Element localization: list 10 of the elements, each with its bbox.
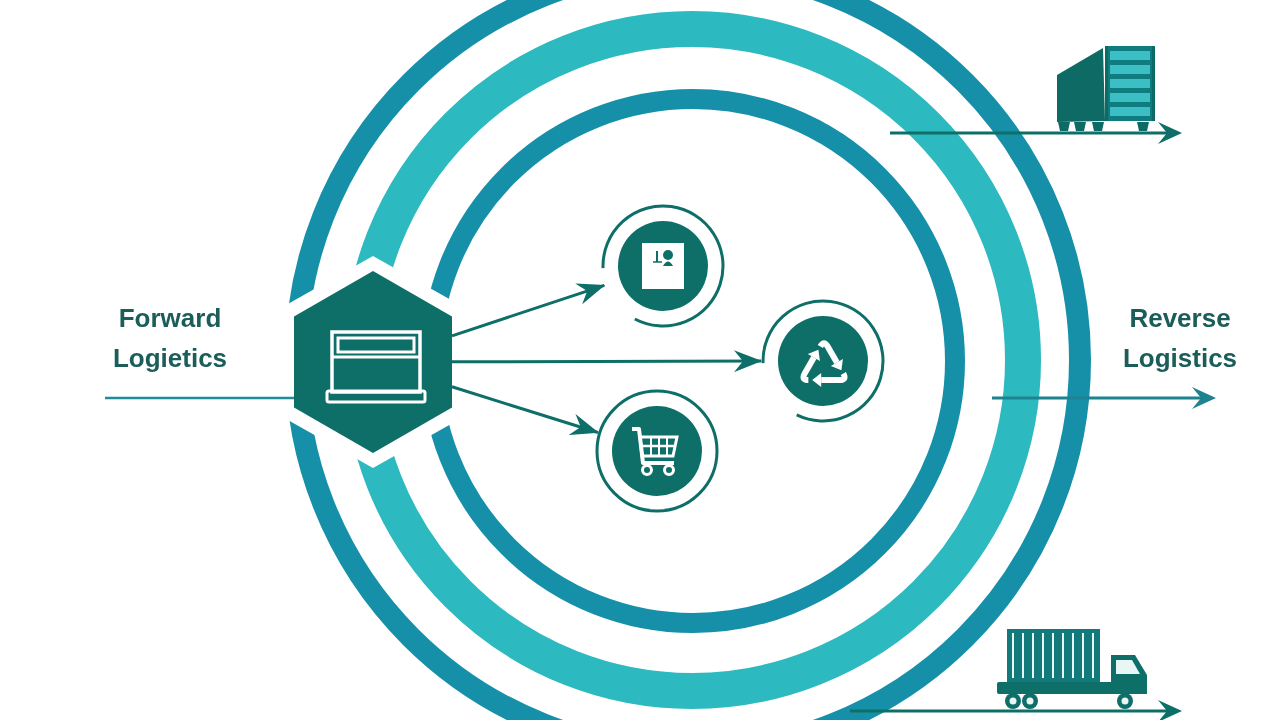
- hexagon-node: [294, 271, 452, 453]
- arrow: [451, 385, 599, 435]
- circle-node: [593, 387, 721, 515]
- arrow: [452, 350, 762, 373]
- arrow: [451, 283, 606, 338]
- flow-label: Reverse Logistics: [1121, 302, 1239, 375]
- flow-label: Forward Logietics: [111, 302, 229, 375]
- connector-line: [105, 396, 294, 400]
- circle-node: [759, 297, 887, 425]
- circle-node: [599, 202, 727, 330]
